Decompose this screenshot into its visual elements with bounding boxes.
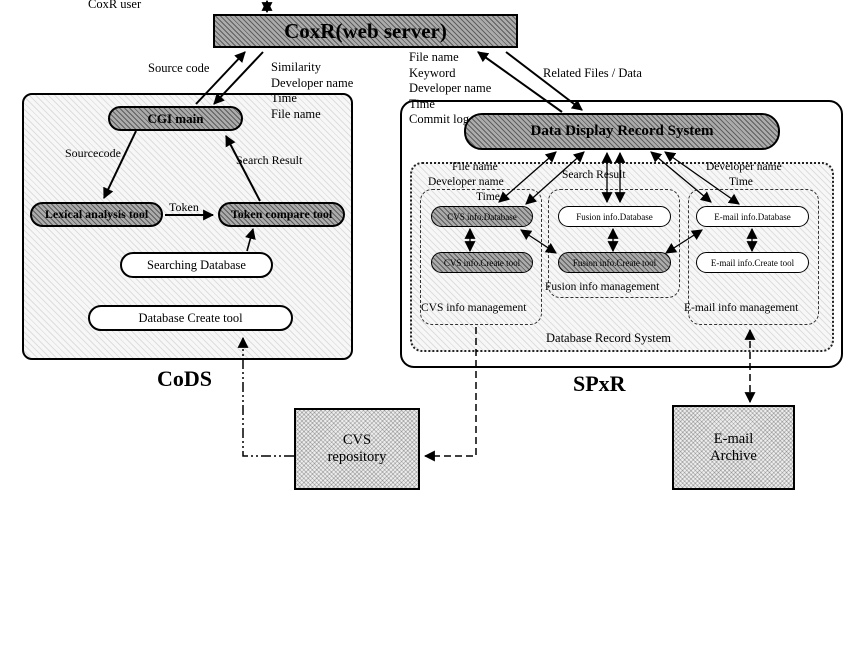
cvs-repository-box <box>294 408 420 490</box>
token-label: Token <box>169 200 199 214</box>
label-q-developer-name: Developer name <box>409 81 492 95</box>
coxr-server-box: CoxR(web server) <box>213 14 518 48</box>
arrow-search-result <box>225 135 261 202</box>
coxr-user-label: CoxR user <box>88 0 142 11</box>
spxr-search-result-label: Search Result <box>562 169 626 181</box>
label-q-commit-log: Commit log <box>409 112 470 126</box>
email-archive-line1: E-mail <box>713 430 754 447</box>
fusion-info-create-pill: Fusion info.Create tool <box>558 252 671 273</box>
email-archive-line2: Archive <box>710 447 757 464</box>
coxr-server-title: CoxR(web server) <box>284 18 447 43</box>
token-compare-label: Token compare tool <box>230 207 333 221</box>
sourcecode-label: Sourcecode <box>65 146 121 160</box>
database-create-tool-label: Database Create tool <box>138 310 243 325</box>
source-code-label: Source code <box>148 61 210 75</box>
cods-caption: CoDS <box>157 366 213 391</box>
cvs-info-management-box <box>420 189 542 325</box>
query-label-stack: File name Keyword Developer name Time Co… <box>409 50 491 128</box>
cvs-info-create-pill: CVS info.Create tool <box>431 252 533 273</box>
label-time: Time <box>271 91 297 105</box>
cvs-info-create-label: CVS info.Create tool <box>443 257 521 268</box>
arrow-display-cvsdb-2 <box>525 151 585 205</box>
arrow-cvsdb-fusioncreate <box>520 229 557 254</box>
spxr-caption: SPxR <box>573 371 626 396</box>
spxr-left-input-1: File name <box>452 161 498 173</box>
arrow-display-emaildb-1 <box>650 151 712 203</box>
spxr-left-input-3: Time <box>476 191 500 203</box>
arrow-related-down <box>505 51 583 111</box>
label-q-keyword: Keyword <box>409 65 456 80</box>
cvs-repository-line2: repository <box>327 449 387 465</box>
email-archive-box <box>672 405 795 490</box>
arrow-query-up <box>477 51 563 113</box>
spxr-right-input-2: Time <box>729 176 753 188</box>
arrow-repo-dbcreate <box>237 336 294 457</box>
lexical-analysis-pill: Lexical analysis tool <box>30 202 163 227</box>
fusion-info-database-pill: Fusion info.Database <box>558 206 671 227</box>
label-file-name: File name <box>271 106 321 121</box>
fusion-info-management-caption: Fusion info management <box>545 281 660 293</box>
arrow-display-emaildb-2 <box>664 151 740 205</box>
data-display-label: Data Display Record System <box>530 123 714 139</box>
data-display-pill: Data Display Record System <box>464 113 780 150</box>
arrow-searchdb-tokencompare <box>245 227 256 252</box>
arrow-similarity-down <box>213 51 264 105</box>
lexical-analysis-label: Lexical analysis tool <box>44 207 149 221</box>
label-q-file-name: File name <box>409 50 459 64</box>
email-info-database-label: E-mail info.Database <box>714 211 791 222</box>
similarity-label-stack: Similarity Developer name Time File name <box>271 60 353 122</box>
email-archive-title: E-mail Archive <box>672 405 795 490</box>
search-result-label: Search Result <box>236 153 303 167</box>
searching-database-pill: Searching Database <box>120 252 273 278</box>
cgi-main-pill: CGI main <box>108 106 243 131</box>
label-developer-name: Developer name <box>271 75 354 90</box>
cgi-main-label: CGI main <box>147 110 204 126</box>
arrow-sourcecode-up <box>195 51 246 105</box>
email-info-create-pill: E-mail info.Create tool <box>696 252 809 273</box>
arrow-cvsinfo-repo <box>423 327 477 462</box>
cvs-info-management-caption: CVS info management <box>421 302 527 314</box>
cvs-repository-title: CVS repository <box>294 408 420 490</box>
searching-database-label: Searching Database <box>147 257 246 272</box>
email-info-management-box <box>688 189 819 325</box>
label-q-time: Time <box>409 96 435 111</box>
cvs-info-database-label: CVS info.Database <box>447 211 517 222</box>
spxr-left-input-2: Developer name <box>428 176 504 188</box>
database-create-tool-pill: Database Create tool <box>88 305 293 331</box>
cvs-info-database-pill: CVS info.Database <box>431 206 533 227</box>
email-info-management-caption: E-mail info management <box>684 302 799 314</box>
email-info-database-pill: E-mail info.Database <box>696 206 809 227</box>
fusion-info-create-label: Fusion info.Create tool <box>572 257 657 268</box>
related-files-label: Related Files / Data <box>543 66 642 80</box>
arrow-display-cvsdb-1 <box>498 151 557 203</box>
database-record-system-caption: Database Record System <box>546 331 671 345</box>
cvs-repository-line1: CVS <box>342 432 372 448</box>
email-info-create-label: E-mail info.Create tool <box>710 257 795 268</box>
token-compare-pill: Token compare tool <box>218 202 345 227</box>
label-similarity: Similarity <box>271 60 321 74</box>
fusion-info-database-label: Fusion info.Database <box>576 211 653 222</box>
spxr-right-input-1: Developer name <box>706 161 782 173</box>
arrow-cgi-lexical <box>103 130 137 199</box>
arrow-emaildb-fusioncreate <box>665 229 703 254</box>
